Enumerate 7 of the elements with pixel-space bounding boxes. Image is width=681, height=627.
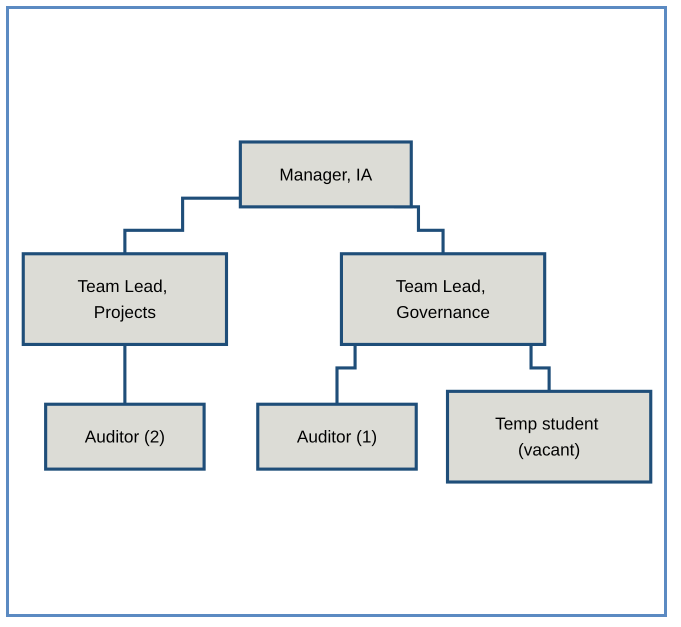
node-box: Temp student (vacant) (445, 389, 652, 484)
node-box: Auditor (1) (256, 402, 418, 470)
connector (122, 196, 240, 255)
node-box: Team Lead, Governance (339, 252, 546, 346)
node-box: Auditor (2) (44, 402, 206, 470)
node-box: Team Lead, Projects (21, 252, 228, 346)
node-box: Manager, IA (238, 140, 412, 208)
